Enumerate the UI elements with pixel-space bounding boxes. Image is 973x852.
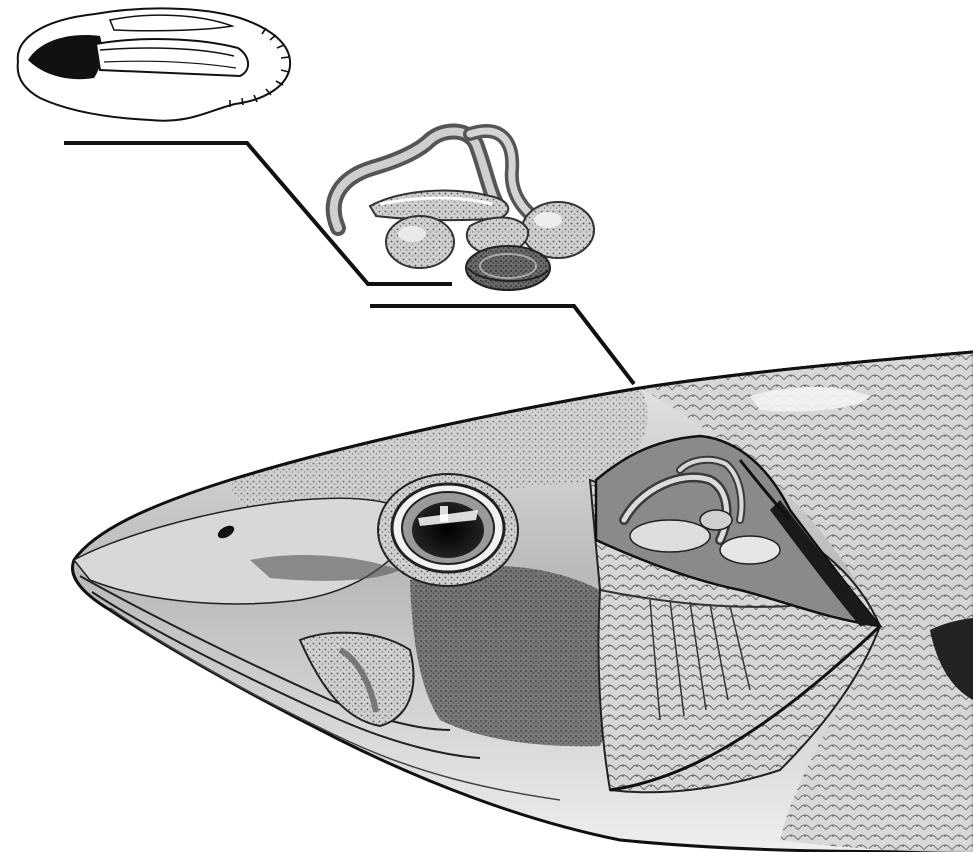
inner-ear-icon (334, 131, 594, 290)
otolith-icon (18, 8, 290, 120)
leader-line-inner-ear (370, 306, 634, 384)
fish-head-icon (73, 352, 973, 852)
